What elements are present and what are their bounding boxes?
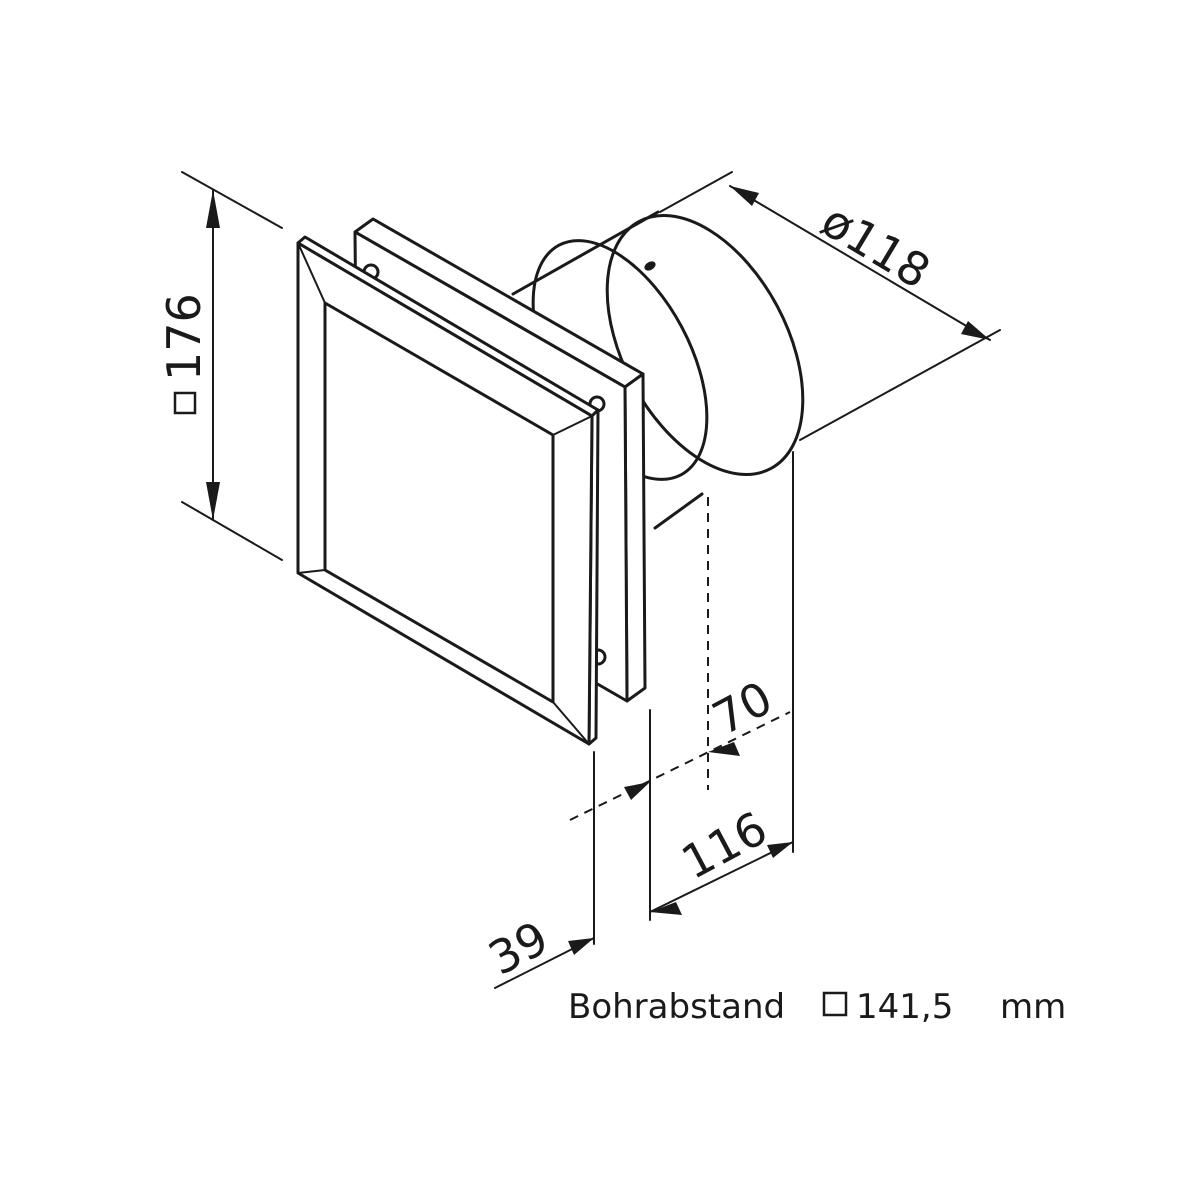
height-dimension: 176: [157, 171, 283, 561]
depth-arrow-right: [767, 842, 793, 858]
spigot-depth-label: 70: [704, 671, 781, 746]
height-arrow-bottom: [206, 482, 220, 520]
plate-arrow-right: [568, 938, 594, 955]
spigot-arrow-right: [708, 742, 740, 756]
caption-label: Bohrabstand: [568, 987, 785, 1027]
diameter-arrow-bottom: [961, 321, 990, 340]
height-arrow-top: [206, 190, 220, 228]
height-label: 176: [157, 293, 211, 381]
drill-spacing-caption: Bohrabstand 141,5 mm: [568, 987, 1066, 1027]
caption-unit: mm: [1000, 987, 1066, 1027]
front-cover: [296, 235, 600, 746]
diameter-label: ø118: [812, 193, 939, 299]
depth-arrow-left: [650, 902, 682, 915]
plate-depth-label: 39: [480, 911, 557, 986]
caption-value: 141,5: [856, 987, 953, 1027]
diameter-arrow-top: [730, 186, 759, 206]
caption-square-symbol: [822, 991, 848, 1017]
spigot-mark: [644, 261, 656, 271]
spigot-arrow-left: [624, 782, 650, 800]
square-symbol: [173, 391, 197, 415]
